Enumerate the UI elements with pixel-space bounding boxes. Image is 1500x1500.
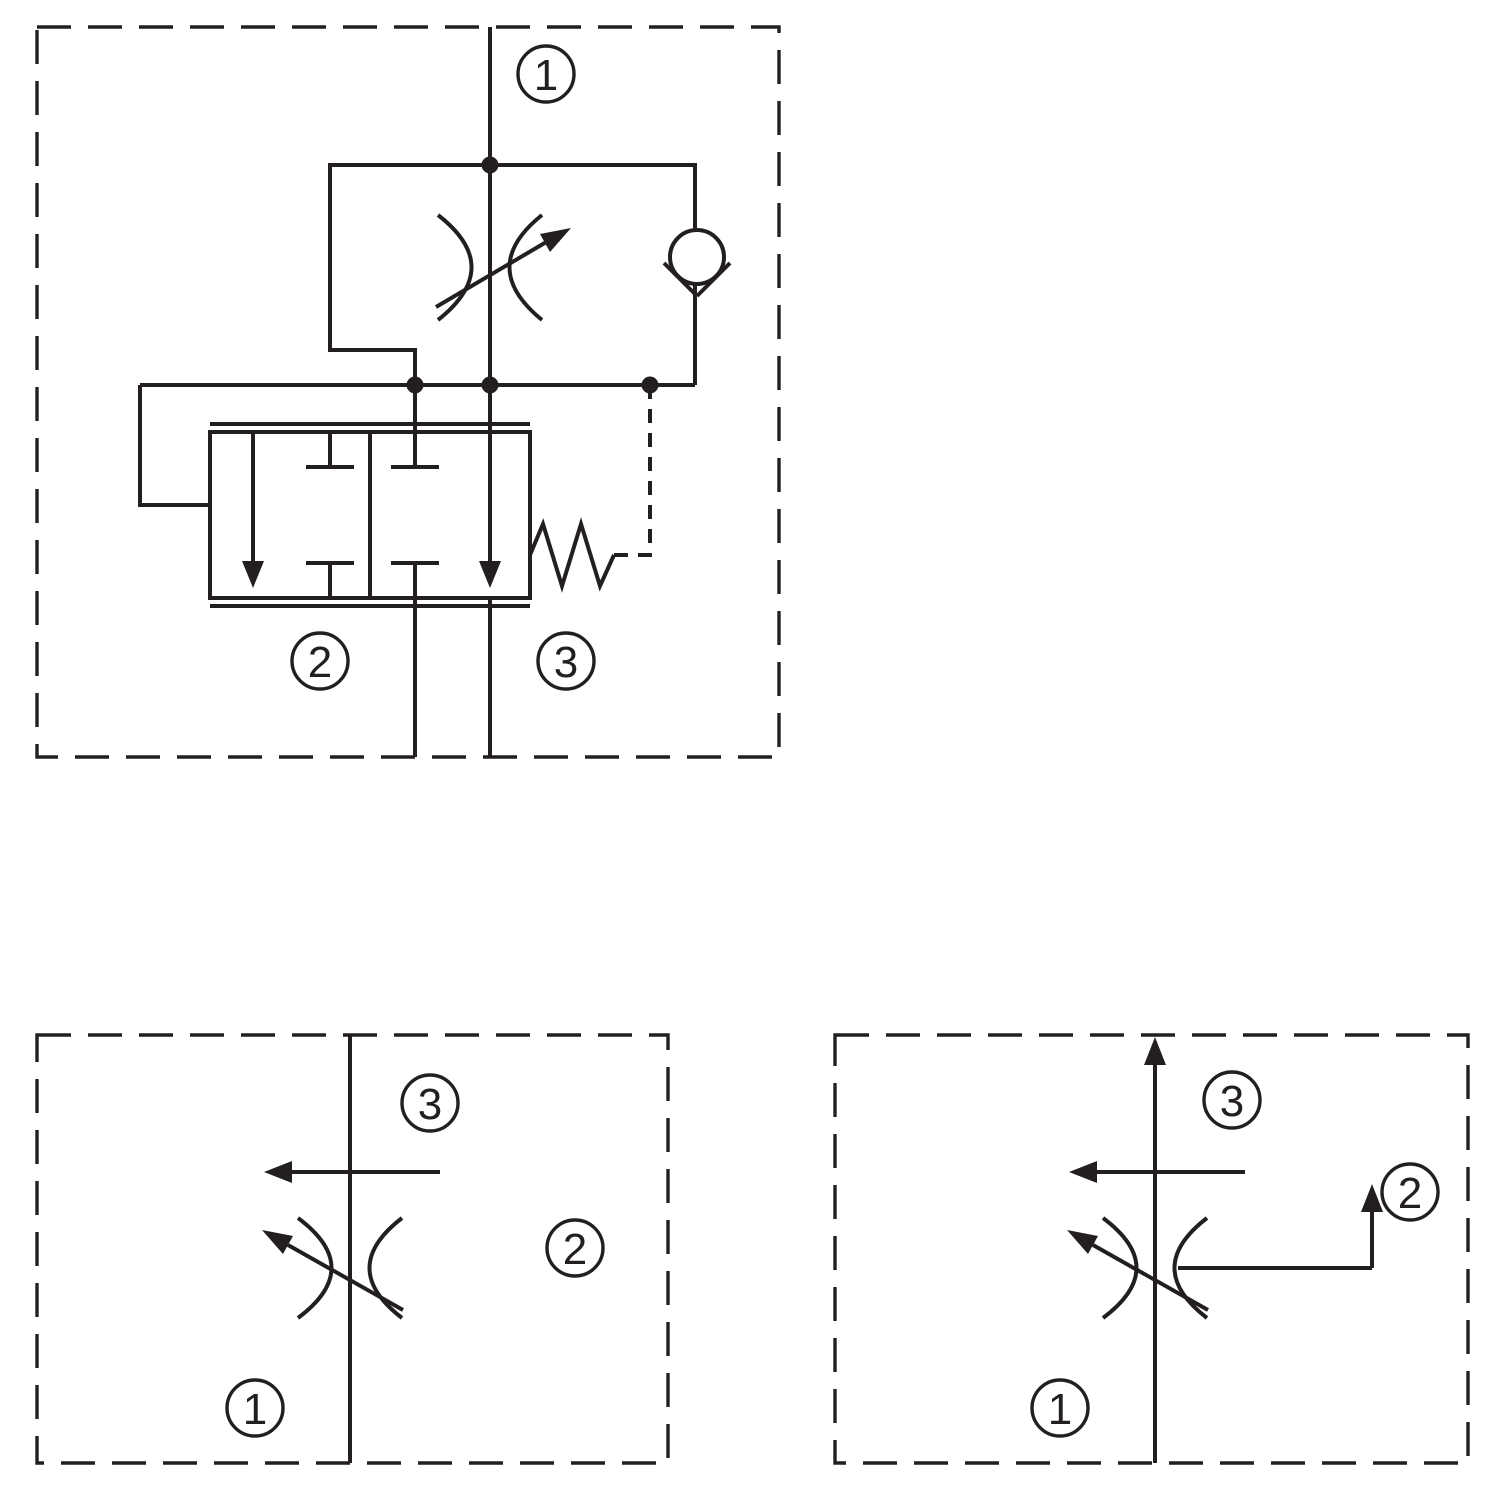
port-2-circle — [290, 631, 350, 691]
orifice-right-arc — [1172, 1216, 1209, 1320]
left-flowpath-arrowhead — [242, 561, 264, 588]
boundary-box — [35, 1033, 670, 1465]
port-1-number: 1 — [243, 1385, 267, 1434]
port-3-label: 3 — [536, 631, 596, 691]
flow-view-right: 3 2 1 — [833, 1033, 1470, 1465]
check-valve-icon — [662, 228, 732, 298]
orifice-right-arc — [367, 1216, 404, 1320]
adjust-arrow-shaft — [1092, 1243, 1209, 1312]
port-1-number: 1 — [1048, 1385, 1072, 1434]
port-3-number: 3 — [554, 638, 578, 687]
port-3-number: 3 — [1220, 1077, 1244, 1126]
port-1-label: 1 — [225, 1378, 285, 1438]
adjust-arrow-head — [540, 228, 571, 252]
port-3-circle — [536, 631, 596, 691]
port-1-label: 1 — [1030, 1378, 1090, 1438]
boundary-box — [833, 1033, 1470, 1465]
adjust-arrow-shaft — [434, 239, 550, 309]
port-2-number: 2 — [308, 638, 332, 687]
port-1-label: 1 — [516, 44, 576, 104]
port-2-label: 2 — [290, 631, 350, 691]
spring-icon — [528, 517, 616, 593]
spool-valve-body — [208, 422, 532, 608]
junction-dot — [481, 156, 499, 174]
port-1-circle — [1030, 1378, 1090, 1438]
port-1-number: 1 — [534, 51, 558, 100]
adjust-arrow-head — [1067, 1230, 1098, 1254]
right-flowpath-arrowhead — [479, 561, 501, 588]
port-3-number: 3 — [418, 1080, 442, 1129]
bypass-branch-line — [328, 163, 490, 385]
check-ball — [668, 228, 726, 286]
adjustable-orifice-icon — [434, 213, 571, 322]
port-2-circle — [1380, 1162, 1440, 1222]
boundary-box — [35, 25, 781, 759]
left-flow-arrow-head — [264, 1161, 292, 1183]
pilot-line-dashed — [614, 385, 652, 557]
orifice-right-arc — [507, 213, 544, 322]
pilot-line-solid — [138, 385, 210, 507]
port-2-label: 2 — [545, 1218, 605, 1278]
flow-view-left: 3 2 1 — [35, 1033, 670, 1465]
port-3-circle — [1202, 1070, 1262, 1130]
port-3-label: 3 — [400, 1073, 460, 1133]
adjustable-orifice-icon — [1067, 1216, 1209, 1320]
check-branch-line — [490, 163, 697, 385]
port-3-circle — [400, 1073, 460, 1133]
port2-up-arrow-head — [1361, 1184, 1383, 1212]
port-2-number: 2 — [563, 1225, 587, 1274]
adjust-arrow-head — [262, 1230, 293, 1254]
orifice-left-arc — [436, 213, 474, 322]
up-flow-arrow-head — [1144, 1037, 1166, 1065]
left-flow-arrow-head — [1069, 1161, 1097, 1183]
port-3-label: 3 — [1202, 1070, 1262, 1130]
port-2-label: 2 — [1380, 1162, 1440, 1222]
junction-dot — [641, 376, 659, 394]
port-2-circle — [545, 1218, 605, 1278]
adjust-arrow-shaft — [287, 1243, 404, 1312]
port-1-circle — [516, 44, 576, 104]
port-2-number: 2 — [1398, 1169, 1422, 1218]
junction-dot — [481, 376, 499, 394]
main-schematic: 1 2 3 — [35, 25, 781, 759]
port-1-circle — [225, 1378, 285, 1438]
junction-dot — [406, 376, 424, 394]
adjustable-orifice-icon — [262, 1216, 404, 1320]
